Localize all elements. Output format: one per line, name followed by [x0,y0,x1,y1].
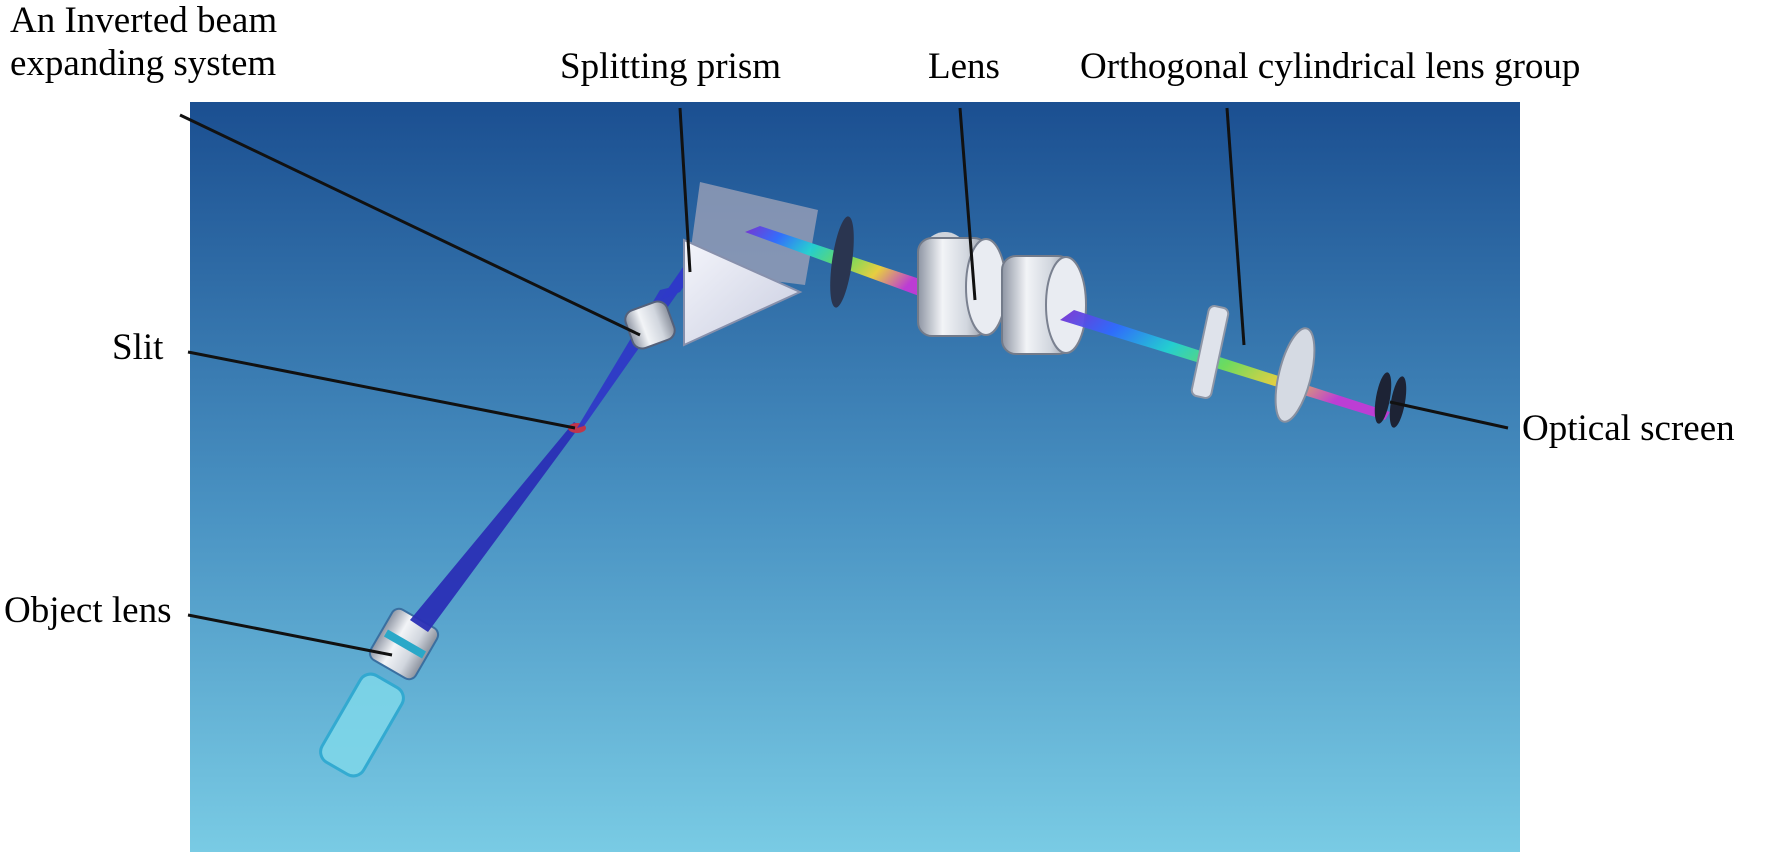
leader-object-lens [187,613,393,657]
leader-lens [958,107,977,301]
label-beam-expander: An Inverted beam expanding system [10,0,277,85]
label-lens: Lens [928,46,1000,87]
cylindrical-lens-elements [1190,305,1316,423]
label-splitting-prism: Splitting prism [560,46,782,87]
leader-splitting-prism [678,107,692,273]
leader-slit [187,350,576,430]
label-object-lens: Object lens [4,590,172,631]
leader-lines [179,107,1509,657]
leader-cylindrical-group [1225,107,1246,346]
dispersed-beam-2 [1060,310,1390,420]
small-lens-1 [830,216,854,308]
leader-beam-expander [179,113,641,337]
label-beam-expander-line1: An Inverted beam [10,0,278,41]
beam-expander-element [624,300,676,350]
label-beam-expander-line2: expanding system [10,42,277,84]
label-cylindrical-group: Orthogonal cylindrical lens group [1080,46,1581,87]
lens-group-element [917,232,1087,355]
input-beam-lower [410,422,580,632]
optical-screen-element [1374,372,1407,428]
leader-optical-screen [1389,400,1509,430]
label-optical-screen: Optical screen [1522,408,1735,449]
label-slit: Slit [112,327,164,368]
